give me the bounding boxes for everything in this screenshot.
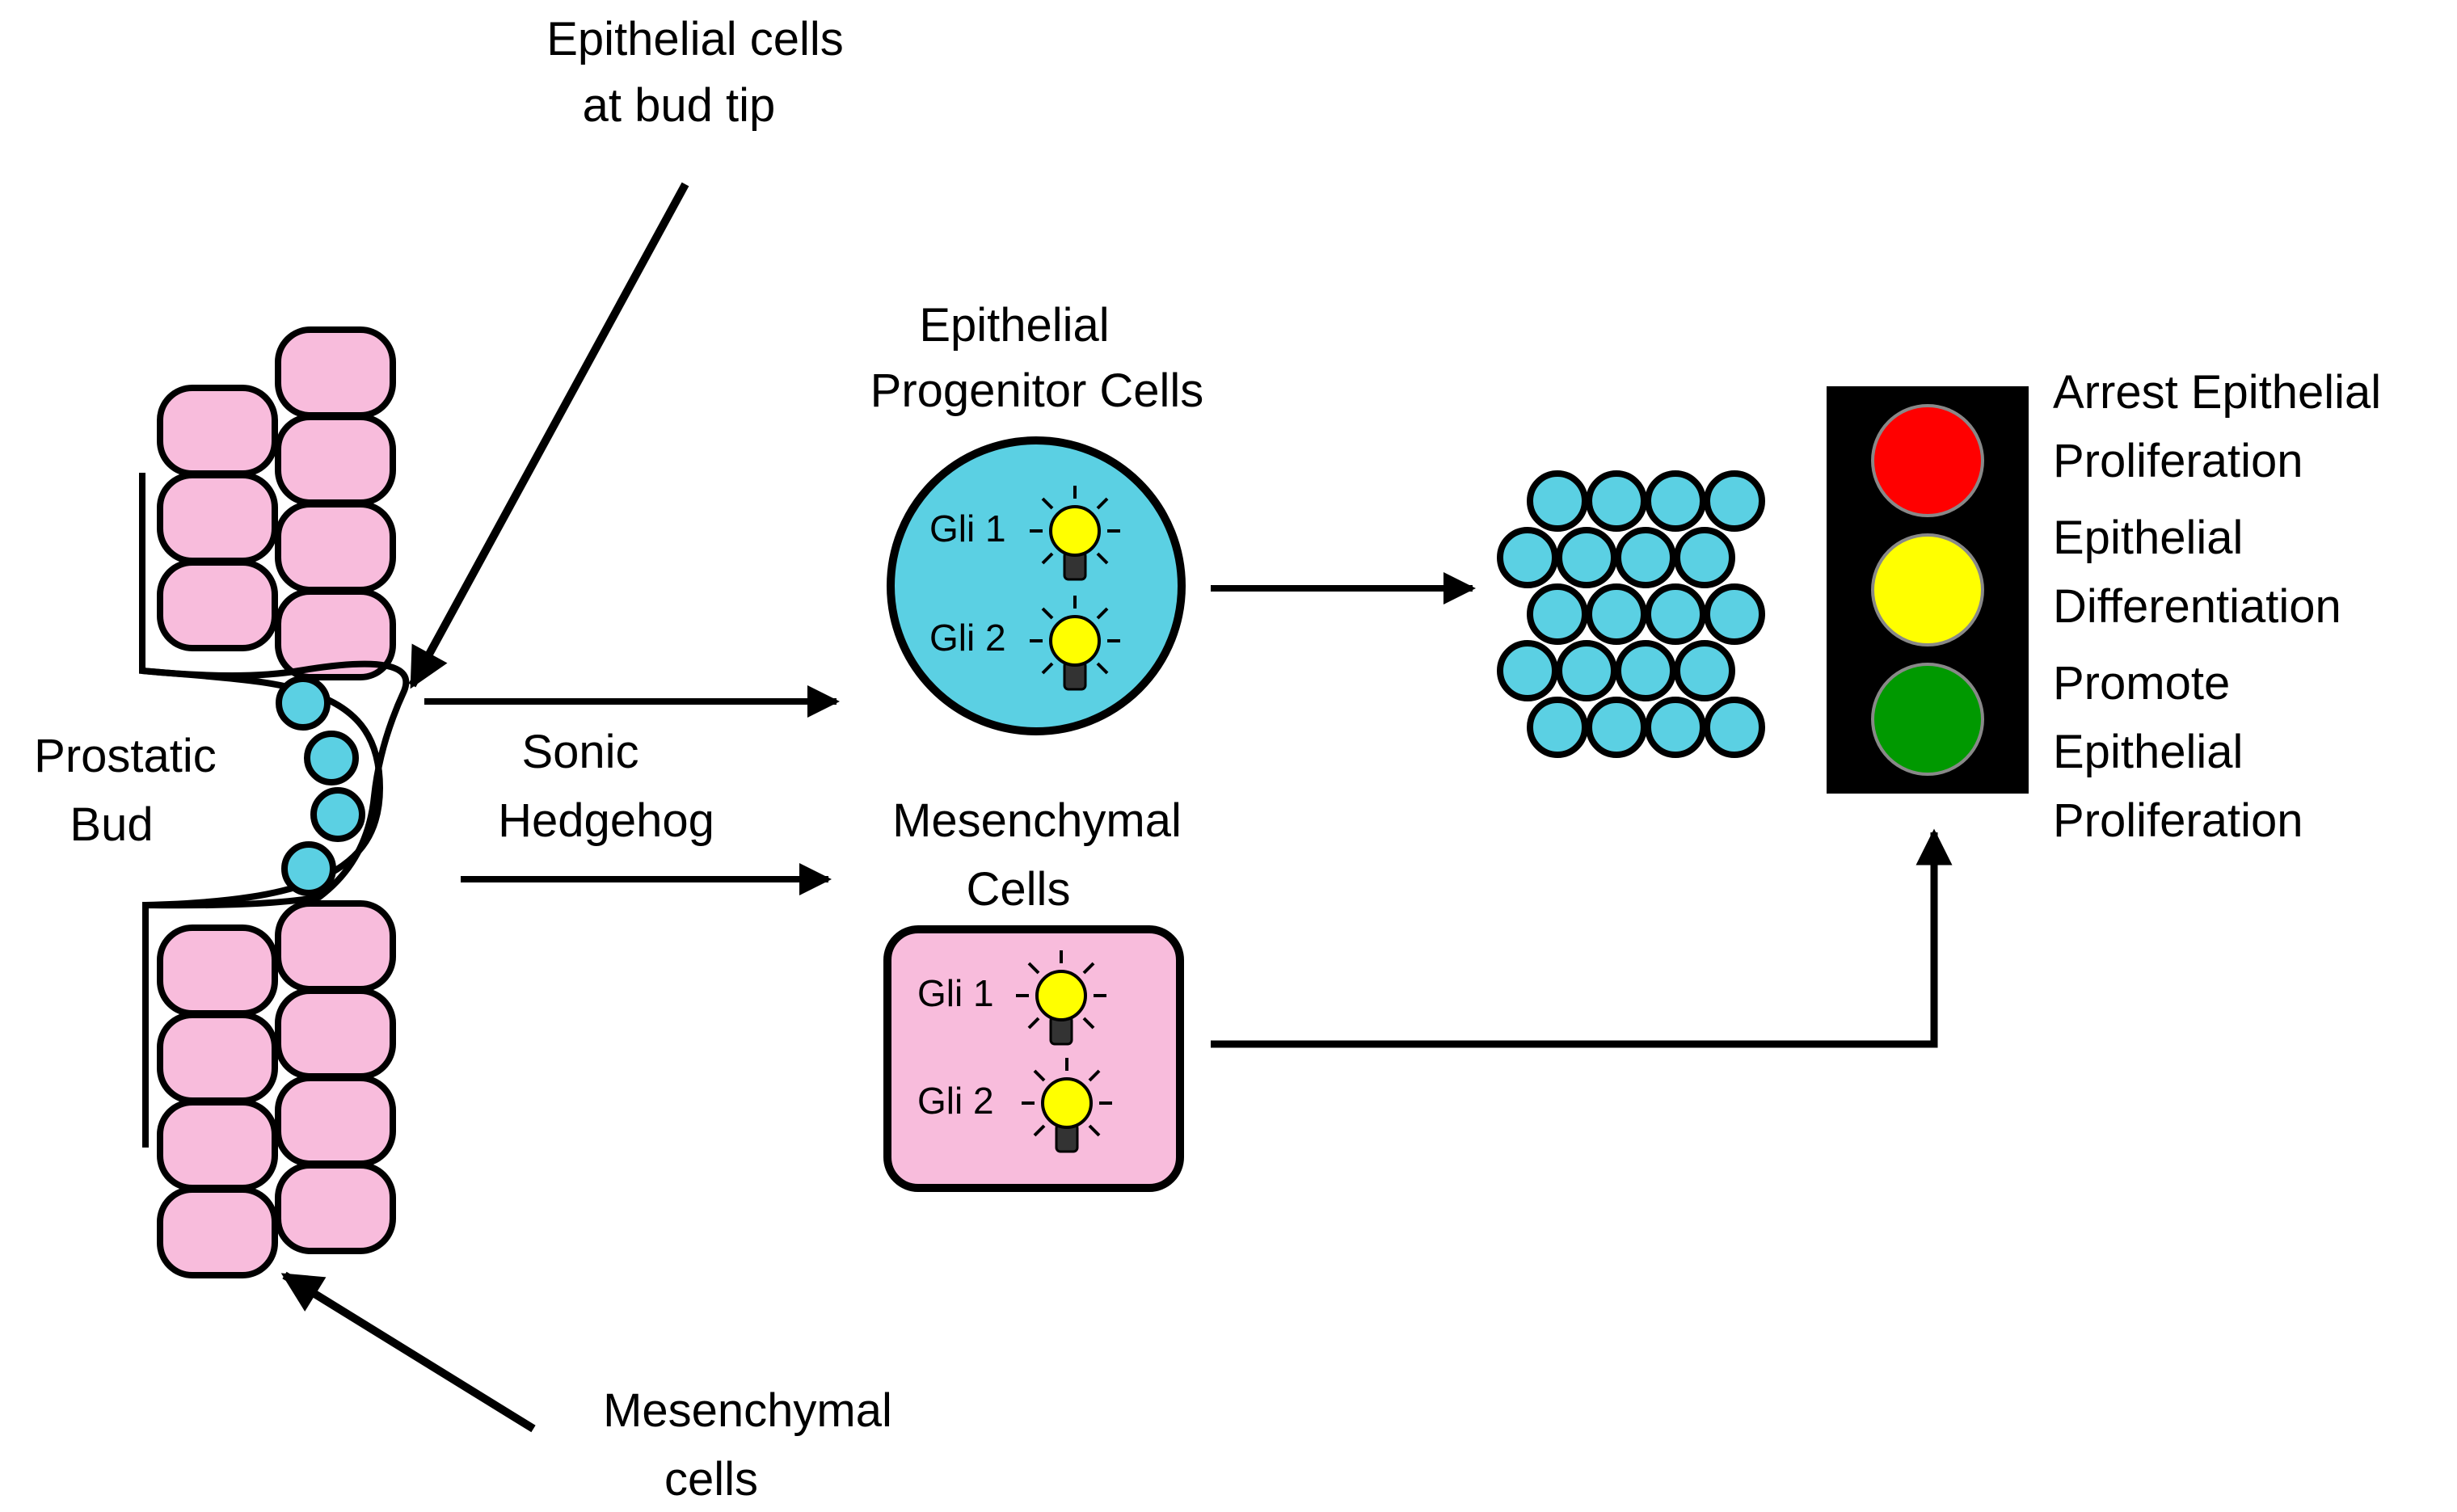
arrow-to-mesenchyme bbox=[280, 1271, 536, 1433]
yellow-light bbox=[1871, 533, 1984, 646]
hedgehog-label: Hedgehog bbox=[498, 794, 714, 847]
progenitor-gli2-label: Gli 2 bbox=[929, 617, 1006, 659]
green-label-3: Proliferation bbox=[2053, 794, 2303, 847]
lightbulb-icon bbox=[1030, 486, 1120, 581]
progenitor-label-2: Progenitor Cells bbox=[870, 364, 1204, 417]
bud-outline bbox=[139, 473, 410, 1148]
red-light bbox=[1871, 404, 1984, 517]
sonic-label: Sonic bbox=[521, 726, 638, 778]
green-label-2: Epithelial bbox=[2053, 726, 2243, 778]
lower-pink-cells bbox=[157, 900, 396, 1278]
proliferated-cell-cluster bbox=[1497, 470, 1765, 758]
prostatic-bud-label-2: Bud bbox=[70, 798, 153, 851]
arrow-mesenchymal-to-signal bbox=[1211, 828, 1953, 1048]
prostatic-bud-label-1: Prostatic bbox=[34, 730, 217, 782]
progenitor-cell bbox=[887, 436, 1186, 735]
yellow-label-2: Differentiation bbox=[2053, 580, 2341, 633]
epithelial-tip-label-2: at bud tip bbox=[583, 79, 776, 132]
lightbulb-icon bbox=[1016, 950, 1106, 1046]
green-label-1: Promote bbox=[2053, 657, 2230, 710]
prostatic-bud bbox=[139, 326, 410, 1278]
mesenchymal-bottom-label-1: Mesenchymal bbox=[603, 1384, 892, 1437]
mesenchymal-bottom-label-2: cells bbox=[664, 1453, 758, 1506]
mesenchymal-gli2-label: Gli 2 bbox=[917, 1080, 994, 1122]
green-light bbox=[1871, 663, 1984, 776]
mesenchymal-mid-label-2: Cells bbox=[967, 863, 1071, 916]
lightbulb-icon bbox=[1022, 1058, 1112, 1153]
bud-outline-inner bbox=[141, 668, 384, 908]
arrow-to-bud-tip bbox=[408, 182, 689, 689]
mesenchymal-mid-label-1: Mesenchymal bbox=[892, 794, 1182, 847]
red-label-1: Arrest Epithelial bbox=[2053, 366, 2381, 419]
bud-tip-epithelial-cells bbox=[276, 676, 365, 896]
red-label-2: Proliferation bbox=[2053, 435, 2303, 487]
progenitor-gli1-label: Gli 1 bbox=[929, 508, 1006, 550]
epithelial-tip-label-1: Epithelial cells bbox=[546, 13, 844, 65]
lightbulb-icon bbox=[1030, 596, 1120, 691]
upper-pink-cells bbox=[157, 326, 396, 680]
progenitor-label-1: Epithelial bbox=[919, 299, 1109, 352]
mesenchymal-gli1-label: Gli 1 bbox=[917, 972, 994, 1014]
yellow-label-1: Epithelial bbox=[2053, 512, 2243, 564]
mesenchymal-cell bbox=[883, 925, 1184, 1192]
traffic-light bbox=[1827, 386, 2029, 794]
